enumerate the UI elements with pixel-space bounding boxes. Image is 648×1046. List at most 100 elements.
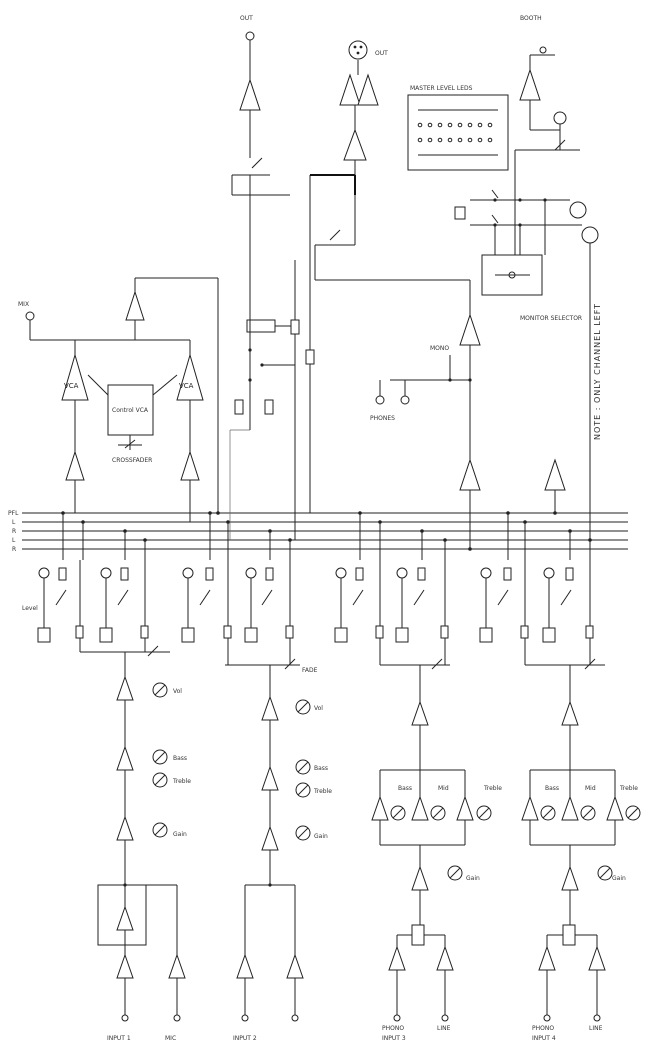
gain-amp-icon [116,815,134,841]
rec-amp-icon [239,78,261,111]
crossfader-label: CROSSFADER [112,457,152,464]
line-jack-icon [593,1014,601,1022]
treble-label: Treble [172,778,191,785]
vol-label: Vol [173,688,182,695]
preamp-icon [116,953,134,979]
treble-label: Treble [483,785,502,792]
mid-amp-icon [561,795,579,821]
monitor-transistor-icon [569,201,587,219]
channel-1-input-label: INPUT 1 [107,1035,131,1042]
line-preamp-icon [436,945,454,971]
phones-jack-icon [454,206,466,220]
rec-out-label: OUT [240,15,253,22]
cue-button-icon [542,627,556,643]
meter-section: MASTER LEVEL LEDS [407,85,509,171]
mic-jack-icon [173,1014,181,1022]
line-label: LINE [437,1025,451,1032]
phono-jack-icon [543,1014,551,1022]
treble-amp-icon [456,795,474,821]
mic-label: MIC [165,1035,176,1042]
cue-button-icon [99,627,113,643]
output-section: OUT OUT [231,15,388,350]
phones-label: PHONES [370,415,395,422]
led-row-bottom [417,137,493,143]
channel-2-level-label: FADE [302,667,318,674]
gain-amp-icon [561,865,579,891]
vol-amp-icon [261,695,279,721]
eq-amp-icon [261,765,279,791]
phono-label: PHONO [382,1025,404,1032]
booth-jack-icon [539,46,547,54]
channel-3: INPUT 3 PHONO LINE Gain Bass Mid Treble [334,511,502,1042]
booth-amp-icon [519,68,541,101]
bus-label-r2: R [12,546,16,553]
mono-amp-icon [459,313,481,346]
master-amp-icon [343,128,367,161]
pfl-button-icon [479,627,493,643]
vol-label: Vol [314,705,323,712]
channel-4: INPUT 4 PHONO LINE Gain Bass Mid Treble [479,511,641,1042]
pfl-button-icon [37,627,51,643]
vol-amp-icon [411,700,429,726]
cue-button-icon [395,627,409,643]
led-row-top [417,122,493,128]
line-label: LINE [589,1025,603,1032]
mix-buses [22,512,628,550]
preamp-icon [236,953,254,979]
pfl-sum-amp-icon [544,458,566,491]
sum-amp-icon [125,290,145,321]
bus-label-l1: L [12,519,16,526]
master-amp-l-icon [339,73,361,106]
gain-label: Gain [466,875,480,882]
bus-labels: PFL L R L R [8,510,19,553]
monitor-section: MONITOR SELECTOR MONO PHONES [370,189,599,551]
channel-2: INPUT 2 Gain Bass Treble Vol FADE [181,511,332,1042]
vol-amp-icon [561,700,579,726]
vca-right-label: VCA [179,382,194,390]
vca-left-label: VCA [64,382,79,390]
master-out-label: OUT [375,50,388,57]
cue-button-icon [244,627,258,643]
gain-label: Gain [612,875,626,882]
vca-right-icon [176,353,204,401]
mid-amp-icon [411,795,429,821]
xlr-out-icon [348,40,368,60]
channel-2-input-label: INPUT 2 [233,1035,257,1042]
bus-amp-icon [180,450,200,481]
phono-jack-icon [393,1014,401,1022]
bass-amp-icon [521,795,539,821]
treble-amp-icon [606,795,624,821]
channel-1-level-label: Level [22,605,38,612]
treble-label: Treble [313,788,332,795]
gain-amp-icon [411,865,429,891]
bal-box [246,319,276,333]
phones-jack-icon [375,395,385,405]
bass-label: Bass [398,785,412,792]
bass-amp-icon [371,795,389,821]
eq-amp-icon [116,745,134,771]
bus-label-r1: R [12,528,16,535]
center-routing [229,174,470,540]
treble-label: Treble [619,785,638,792]
input-jack-icon [291,1014,299,1022]
channel-4-input-label: INPUT 4 [532,1035,556,1042]
phono-label: PHONO [532,1025,554,1032]
pfl-button-icon [181,627,195,643]
led-meter-box [407,94,509,171]
gain-label: Gain [173,831,187,838]
riaa-amp-icon [116,905,134,931]
channel-3-input-label: INPUT 3 [382,1035,406,1042]
monitor-transistor-icon [581,226,599,244]
pfl-amp-icon [459,458,481,491]
bass-label: Bass [173,755,187,762]
channel-1: INPUT 1 MIC Gain Bass Treble Vol [22,511,191,1042]
mic-preamp-icon [168,953,186,979]
riaa-preamp-icon [388,945,406,971]
crossfader-section: VCA VCA Control VCA CROSSFADER MIX [18,277,220,522]
gain-label: Gain [314,833,328,840]
bass-label: Bass [314,765,328,772]
line-jack-icon [441,1014,449,1022]
meter-label: MASTER LEVEL LEDS [410,85,473,92]
vca-left-icon [61,353,89,401]
